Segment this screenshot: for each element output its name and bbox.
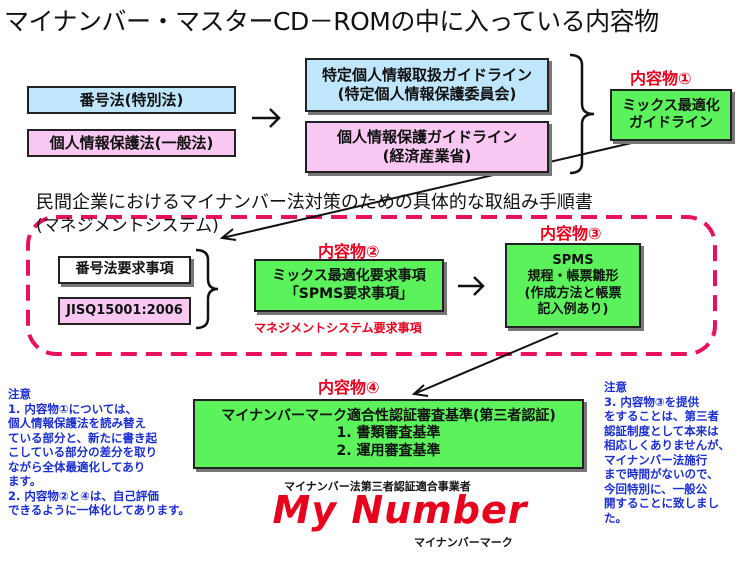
procedure-heading: 民間企業におけるマイナンバー法対策のための具体的な取組み手順書: [36, 192, 593, 213]
content2-caption: マネジメントシステム要求事項: [254, 321, 422, 335]
guideline-kojin-box: 個人情報保護ガイドライン (経済産業省): [305, 121, 549, 173]
content2-label: 内容物②: [318, 242, 380, 261]
content2-box: ミックス最適化要求事項 「SPMS要求事項」: [254, 259, 444, 312]
logo-top-text: マイナンバー法第三者認証適合事業者: [284, 480, 471, 493]
arrow-content1-to-requirements-icon: [219, 140, 641, 241]
arrow-content2-to-content3-icon: [458, 276, 485, 296]
guideline-tokutei-box: 特定個人情報取扱ガイドライン (特定個人情報保護委員会): [305, 58, 549, 112]
content4-label: 内容物④: [318, 378, 380, 397]
management-system-dashed-border: [26, 215, 717, 356]
page-title: マイナンバー・マスターCD－ROMの中に入っている内容物: [4, 7, 659, 36]
requirement-bango-box: 番号法要求事項: [58, 256, 191, 284]
requirement-jis-box: JISQ15001:2006: [58, 297, 191, 325]
note-left: 注意 1. 内容物①については、 個人情報保護法を読み替え ている部分と、新たに…: [8, 387, 190, 517]
requirements-brace: [195, 248, 219, 330]
guidelines-brace: [569, 53, 595, 175]
content3-box: SPMS 規程・帳票雛形 (作成方法と帳票 記入例あり): [505, 243, 641, 328]
my-number-logo: My Number: [272, 488, 528, 532]
logo-bottom-text: マイナンバーマーク: [414, 536, 513, 549]
law-bango-box: 番号法(特別法): [27, 86, 236, 114]
content1-label: 内容物①: [630, 69, 692, 88]
procedure-subheading: (マネジメントシステム): [36, 216, 219, 236]
law-kojin-box: 個人情報保護法(一般法): [27, 129, 236, 157]
arrow-content3-to-content4-icon: [411, 332, 559, 397]
content1-box: ミックス最適化 ガイドライン: [610, 89, 732, 141]
note-right: 注意 3. 内容物③を提供 をすることは、第三者 認証制度として本来は 相応しく…: [604, 380, 730, 525]
content3-label: 内容物③: [540, 224, 602, 243]
arrow-laws-to-guidelines-icon: [252, 108, 281, 128]
content4-box: マイナンバーマーク適合性認証審査基準(第三者認証) 1. 書類審査基準 2. 運…: [193, 399, 584, 469]
